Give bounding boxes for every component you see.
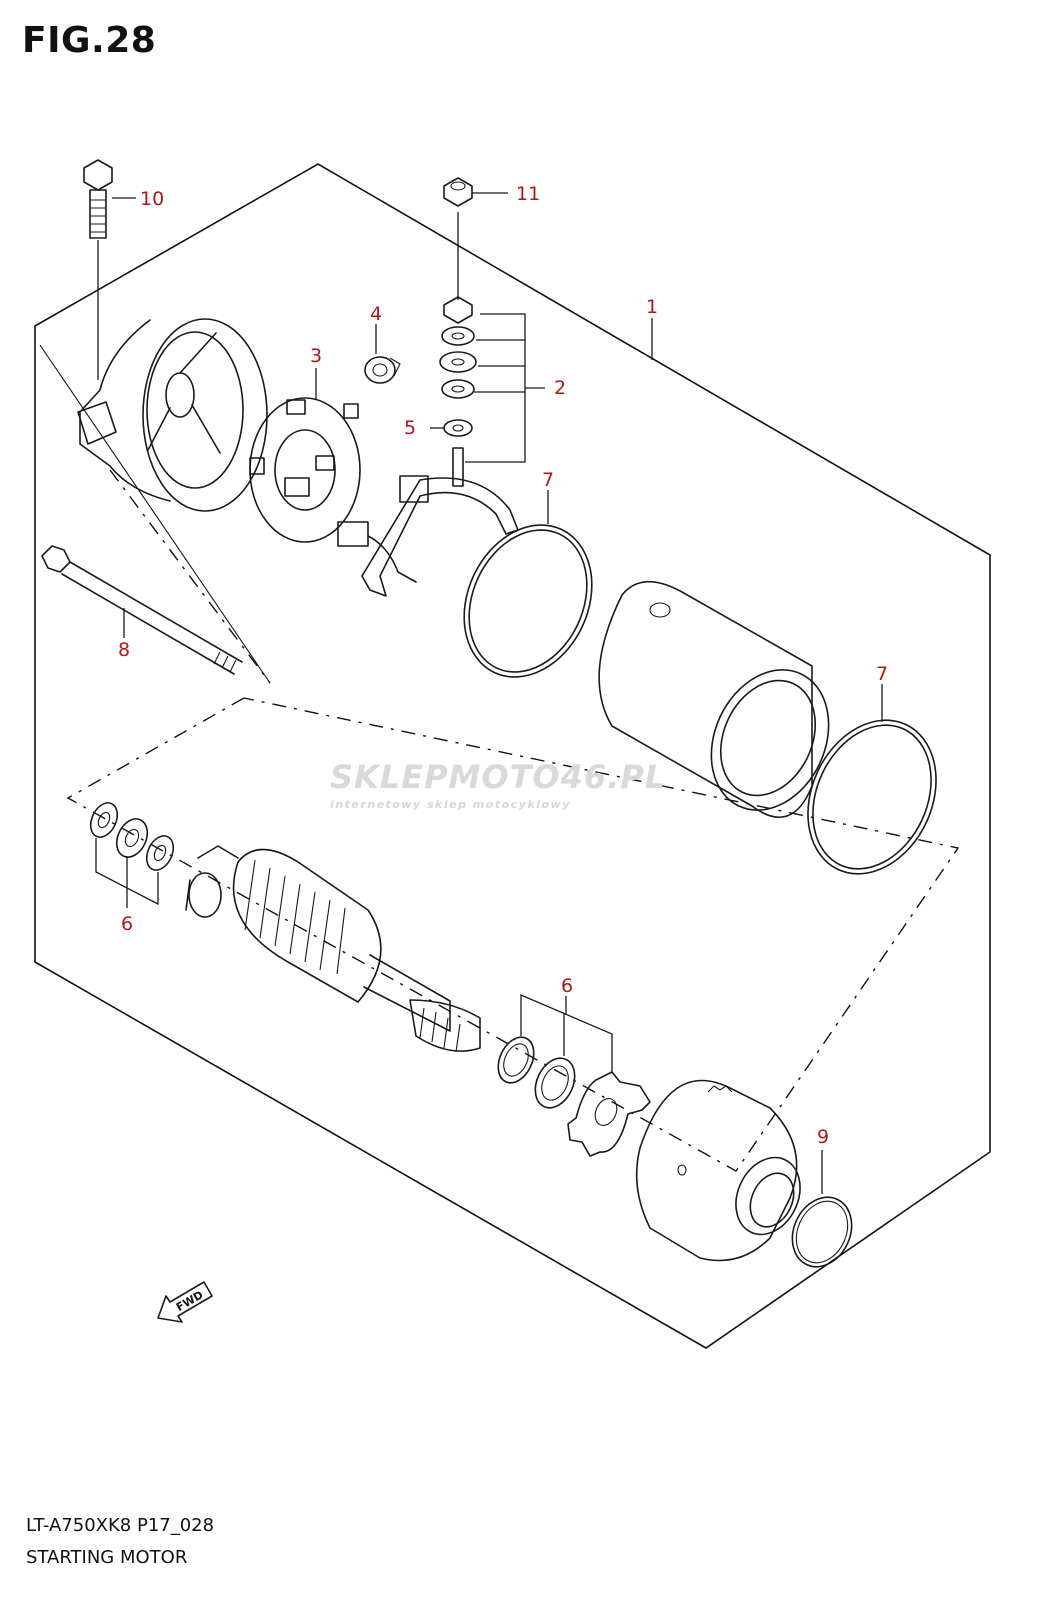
callout-7-upper: 7 (542, 469, 554, 491)
bolt-part-10 (83, 159, 113, 380)
callout-2: 2 (554, 377, 566, 399)
watermark: SKLEPMOTO46.PL internetowy sklep motocyk… (330, 758, 666, 811)
washer-part-5 (443, 419, 473, 437)
terminal-brush-holder (337, 447, 519, 597)
callout-11: 11 (516, 183, 540, 205)
o-ring-part-7-lower (807, 719, 937, 875)
rear-end-cover (77, 318, 268, 512)
front-end-cover (635, 1079, 801, 1262)
callout-10: 10 (140, 188, 164, 210)
yoke-housing (598, 580, 830, 818)
callout-1: 1 (646, 296, 658, 318)
figure-title: FIG.28 (22, 20, 157, 61)
callout-6-right: 6 (561, 975, 573, 997)
figure-name: STARTING MOTOR (26, 1547, 188, 1568)
armature (185, 845, 481, 1053)
svg-text:internetowy sklep motocyklowy: internetowy sklep motocyklowy (330, 798, 571, 811)
washer-set-part-2 (439, 296, 477, 399)
fwd-label: FWD (174, 1288, 205, 1314)
through-bolt-part-8 (41, 545, 243, 675)
callout-7-lower: 7 (876, 663, 888, 685)
callout-5: 5 (404, 417, 416, 439)
o-ring-part-9 (791, 1150, 853, 1268)
callout-9: 9 (817, 1126, 829, 1148)
svg-text:SKLEPMOTO46.PL: SKLEPMOTO46.PL (330, 758, 666, 796)
leader-bracket-6-right (520, 994, 613, 1072)
forward-direction-arrow: FWD (157, 1281, 213, 1323)
callout-8: 8 (118, 639, 130, 661)
nut-part-11 (443, 177, 473, 300)
o-ring-part-7-upper (463, 524, 593, 678)
washers-part-6-right (497, 1036, 576, 1109)
assembly-frame-outline (34, 163, 991, 1349)
washers-part-6-left (89, 802, 175, 871)
armature-group-frame (66, 697, 960, 1172)
lock-plate (567, 1071, 651, 1157)
brush-plate-part-3 (249, 397, 361, 543)
projection-line-cover (39, 344, 271, 684)
callout-3: 3 (310, 345, 322, 367)
model-code: LT-A750XK8 P17_028 (26, 1515, 215, 1536)
bearing-part-4 (364, 356, 401, 384)
callout-6-left: 6 (121, 913, 133, 935)
callout-4: 4 (370, 303, 382, 325)
projection-dash (109, 469, 271, 684)
